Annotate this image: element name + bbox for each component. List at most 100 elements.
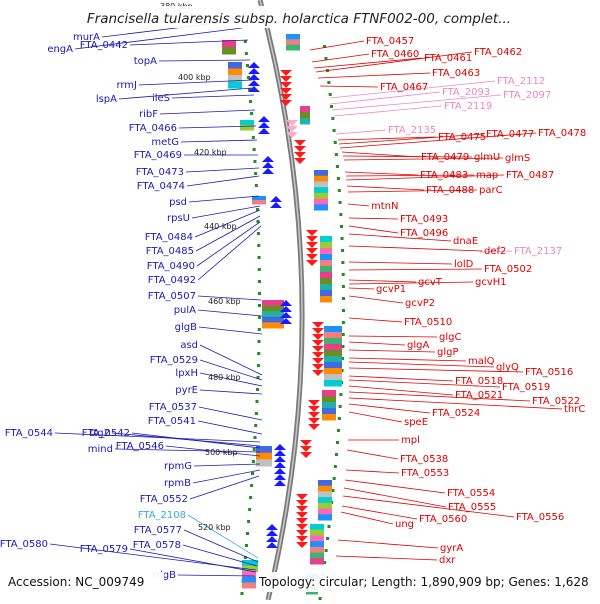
gene-label-FTA_0466[interactable]: FTA_0466 bbox=[129, 123, 177, 134]
gene-label-FTA_0467[interactable]: FTA_0467 bbox=[380, 82, 428, 93]
gene-label-FTA_0541[interactable]: FTA_0541 bbox=[148, 416, 196, 427]
gene-label-FTA_0519[interactable]: FTA_0519 bbox=[502, 382, 550, 393]
gene-label-mpl[interactable]: mpl bbox=[401, 435, 420, 446]
gene-label-lolD[interactable]: lolD bbox=[454, 259, 474, 270]
gene-label-FTA_0485[interactable]: FTA_0485 bbox=[146, 246, 194, 257]
gene-label-FTA_0477[interactable]: FTA_0477 bbox=[486, 129, 534, 140]
gene-label-FTA_0580[interactable]: FTA_0580 bbox=[0, 539, 48, 550]
gene-label-FTA_0516[interactable]: FTA_0516 bbox=[525, 367, 573, 378]
gene-label-rpmB[interactable]: rpmB bbox=[164, 478, 191, 489]
gene-label-glyQ[interactable]: glyQ bbox=[496, 362, 519, 373]
gene-label-FTA_0492[interactable]: FTA_0492 bbox=[148, 275, 196, 286]
gene-label-FTA_0507[interactable]: FTA_0507 bbox=[148, 291, 196, 302]
gene-label-pyrE[interactable]: pyrE bbox=[175, 385, 198, 396]
gene-label-pulA[interactable]: pulA bbox=[174, 305, 196, 316]
gene-label-FTA_0554[interactable]: FTA_0554 bbox=[447, 488, 495, 499]
gene-label-FTA_0521[interactable]: FTA_0521 bbox=[455, 390, 503, 401]
gene-label-FTA_0579[interactable]: FTA_0579 bbox=[80, 544, 128, 555]
gene-label-FTA_0490[interactable]: FTA_0490 bbox=[147, 261, 195, 272]
gene-label-FTA_0546[interactable]: FTA_0546 bbox=[116, 441, 164, 452]
gene-label-glgC[interactable]: glgC bbox=[439, 332, 461, 343]
gene-label-FTA_2119[interactable]: FTA_2119 bbox=[444, 101, 492, 112]
gene-label-dxr[interactable]: dxr bbox=[439, 555, 456, 566]
gene-label-rdgB[interactable]: rdgB bbox=[153, 570, 177, 581]
gene-label-FTA_0461[interactable]: FTA_0461 bbox=[424, 53, 472, 64]
gene-label-gcvH1[interactable]: gcvH1 bbox=[475, 277, 507, 288]
gene-label-glmS[interactable]: glmS bbox=[505, 153, 530, 164]
gene-label-FTA_0553[interactable]: FTA_0553 bbox=[401, 468, 449, 479]
gene-label-FTA_0473[interactable]: FTA_0473 bbox=[136, 167, 184, 178]
gene-label-FTA_0556[interactable]: FTA_0556 bbox=[516, 512, 564, 523]
gene-label-FTA_0560[interactable]: FTA_0560 bbox=[419, 514, 467, 525]
gene-label-def2[interactable]: def2 bbox=[484, 246, 506, 257]
gene-label-FTA_0544[interactable]: FTA_0544 bbox=[5, 428, 53, 439]
gene-label-FTA_0463[interactable]: FTA_0463 bbox=[432, 68, 480, 79]
gene-label-FTA_0555[interactable]: FTA_0555 bbox=[448, 502, 496, 513]
gene-label-dnaE[interactable]: dnaE bbox=[453, 236, 478, 247]
gene-label-FTA_0496[interactable]: FTA_0496 bbox=[400, 228, 448, 239]
gene-label-gcvT[interactable]: gcvT bbox=[418, 277, 443, 288]
gene-label-topA[interactable]: topA bbox=[134, 56, 157, 67]
gene-label-thrC[interactable]: thrC bbox=[564, 404, 585, 415]
gene-label-FTA_0484[interactable]: FTA_0484 bbox=[145, 232, 193, 243]
gene-label-FTA_0537[interactable]: FTA_0537 bbox=[149, 402, 197, 413]
gene-label-FTA_2112[interactable]: FTA_2112 bbox=[497, 76, 545, 87]
gene-label-FTA_0488[interactable]: FTA_0488 bbox=[426, 185, 474, 196]
gene-label-FTA_0510[interactable]: FTA_0510 bbox=[404, 317, 452, 328]
gene-label-FTA_0457[interactable]: FTA_0457 bbox=[366, 36, 414, 47]
gene-label-murA[interactable]: murA bbox=[73, 32, 100, 43]
gene-label-FTA_0542[interactable]: FTA_0542 bbox=[82, 428, 130, 439]
gene-label-speE[interactable]: speE bbox=[404, 417, 428, 428]
gene-label-ung[interactable]: ung bbox=[395, 519, 414, 530]
gene-label-FTA_0469[interactable]: FTA_0469 bbox=[134, 150, 182, 161]
gene-label-glgP[interactable]: glgP bbox=[437, 347, 459, 358]
gene-label-FTA_0487[interactable]: FTA_0487 bbox=[506, 170, 554, 181]
gene-label-FTA_2093[interactable]: FTA_2093 bbox=[442, 87, 490, 98]
gene-label-glgB[interactable]: glgB bbox=[175, 322, 197, 333]
gene-label-glgA[interactable]: glgA bbox=[407, 340, 429, 351]
gene-label-FTA_0475[interactable]: FTA_0475 bbox=[438, 132, 486, 143]
gene-label-ileS[interactable]: ileS bbox=[152, 93, 170, 104]
gene-label-FTA_0529[interactable]: FTA_0529 bbox=[150, 355, 198, 366]
gene-label-engA[interactable]: engA bbox=[47, 44, 73, 55]
gene-label-malQ[interactable]: malQ bbox=[468, 356, 495, 367]
gene-label-rpmG[interactable]: rpmG bbox=[164, 461, 192, 472]
gene-label-FTA_0577[interactable]: FTA_0577 bbox=[134, 525, 182, 536]
gene-label-parC[interactable]: parC bbox=[479, 185, 503, 196]
gene-label-FTA_0483[interactable]: FTA_0483 bbox=[420, 170, 468, 181]
gene-label-rrmJ[interactable]: rrmJ bbox=[116, 80, 137, 91]
gene-label-map[interactable]: map bbox=[476, 170, 498, 181]
gene-label-lpxH[interactable]: lpxH bbox=[175, 368, 198, 379]
gene-label-FTA_0502[interactable]: FTA_0502 bbox=[484, 264, 532, 275]
gene-label-FTA_0518[interactable]: FTA_0518 bbox=[455, 376, 503, 387]
gene-label-FTA_0478[interactable]: FTA_0478 bbox=[538, 128, 586, 139]
gene-label-gyrA[interactable]: gyrA bbox=[440, 543, 463, 554]
gene-label-glmU[interactable]: glmU bbox=[474, 152, 500, 163]
gene-label-FTA_0522[interactable]: FTA_0522 bbox=[532, 396, 580, 407]
gene-label-FTA_2137[interactable]: FTA_2137 bbox=[514, 246, 562, 257]
gene-label-FTA_0442[interactable]: FTA_0442 bbox=[80, 40, 128, 51]
gene-label-FTA_0578[interactable]: FTA_0578 bbox=[133, 540, 181, 551]
gene-label-FTA_0538[interactable]: FTA_0538 bbox=[400, 454, 448, 465]
gene-label-FTA_2097[interactable]: FTA_2097 bbox=[503, 90, 551, 101]
gene-label-FTA_0524[interactable]: FTA_0524 bbox=[432, 408, 480, 419]
gene-label-FTA_0493[interactable]: FTA_0493 bbox=[400, 214, 448, 225]
gene-label-FTA_2108[interactable]: FTA_2108 bbox=[138, 510, 186, 521]
gene-label-lspA[interactable]: lspA bbox=[96, 94, 117, 105]
gene-label-gcvP1[interactable]: gcvP1 bbox=[376, 284, 406, 295]
gene-label-FTA_0462[interactable]: FTA_0462 bbox=[474, 47, 522, 58]
gene-label-mtnN[interactable]: mtnN bbox=[371, 201, 398, 212]
gene-label-FTA_0460[interactable]: FTA_0460 bbox=[371, 49, 419, 60]
gene-label-ribF[interactable]: ribF bbox=[139, 109, 158, 120]
gene-label-FTA_0479[interactable]: FTA_0479 bbox=[421, 152, 469, 163]
gene-label-FTA_0552[interactable]: FTA_0552 bbox=[140, 494, 188, 505]
gene-label-metG[interactable]: metG bbox=[151, 137, 179, 148]
gene-label-mind[interactable]: mind bbox=[88, 444, 113, 455]
gene-label-rpsU[interactable]: rpsU bbox=[167, 213, 190, 224]
gene-label-ttg2[interactable]: ttg2 bbox=[89, 428, 110, 439]
gene-label-psd[interactable]: psd bbox=[169, 197, 187, 208]
gene-label-asd[interactable]: asd bbox=[180, 340, 198, 351]
gene-label-FTA_2135[interactable]: FTA_2135 bbox=[388, 125, 436, 136]
gene-label-FTA_0474[interactable]: FTA_0474 bbox=[137, 181, 185, 192]
